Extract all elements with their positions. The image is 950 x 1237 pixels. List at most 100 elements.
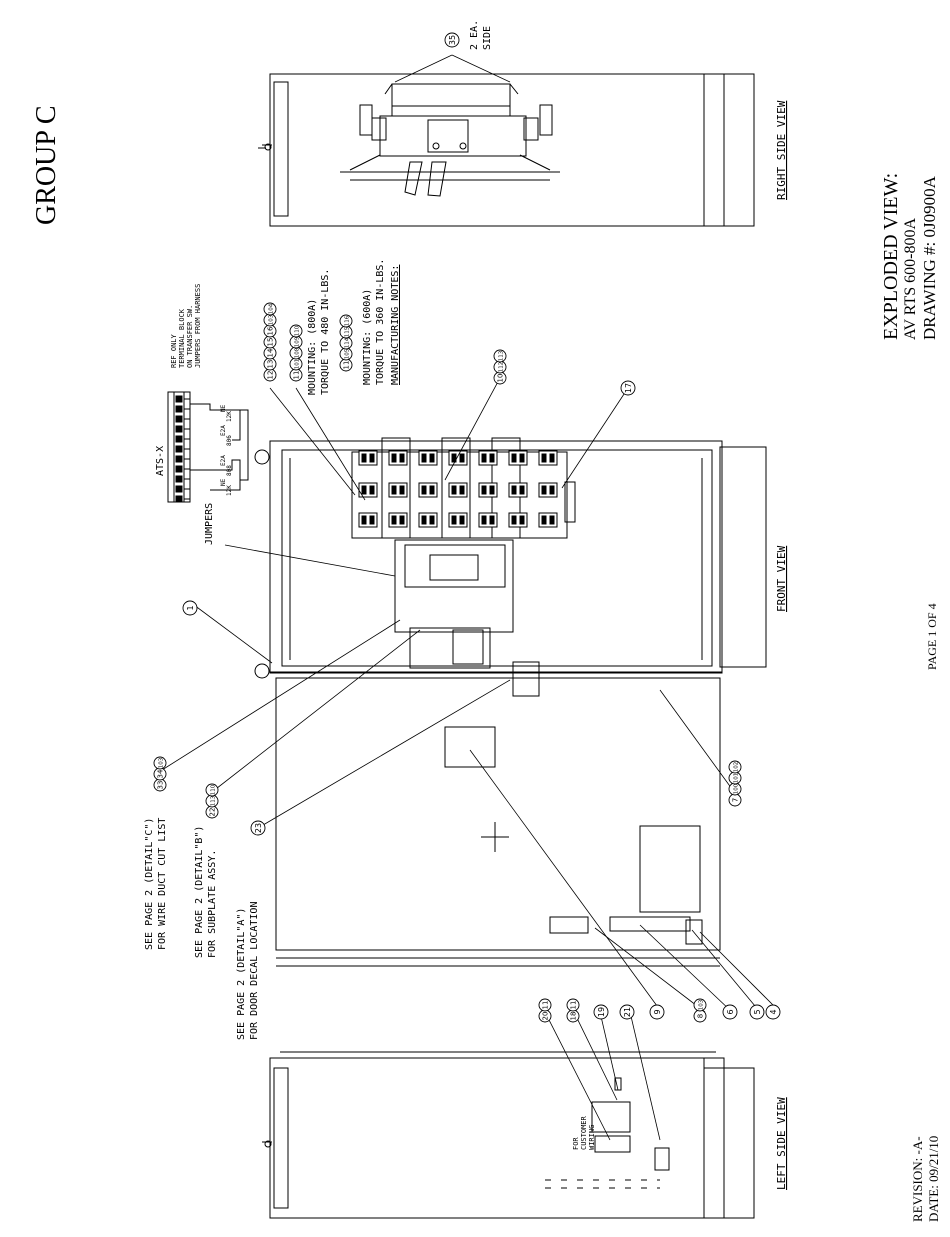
balloon-label: 113	[211, 795, 217, 806]
breaker-lug-terminal	[369, 485, 375, 495]
mfg-heading: MANUFACTURING NOTES:	[390, 265, 401, 385]
breaker-lug-terminal	[369, 453, 375, 463]
breaker-lug-terminal	[399, 453, 405, 463]
each-side-2: SIDE	[482, 26, 493, 50]
date: DATE: 09/21/10	[926, 1136, 941, 1222]
terminal-label: 808	[226, 465, 233, 476]
title: EXPLODED VIEW:	[880, 173, 902, 340]
breaker-lug-terminal	[541, 485, 547, 495]
balloon-row_18	[566, 998, 580, 1012]
terminal-screw	[175, 405, 183, 413]
balloon-label: 109	[295, 336, 301, 347]
breaker-lug-terminal	[519, 485, 525, 495]
breaker-lug-terminal	[489, 515, 495, 525]
breaker-lug-terminal	[361, 453, 367, 463]
balloon-23: 23	[254, 823, 263, 833]
terminal-screw	[175, 445, 183, 453]
terminal-label: 12K	[226, 485, 233, 496]
balloon-label: 113	[499, 350, 505, 361]
balloon-21: 21	[623, 1007, 632, 1017]
jumpers-label: JUMPERS	[204, 503, 215, 545]
customer-wiring-1: FOR	[572, 1137, 580, 1150]
terminal-label: NE	[220, 404, 227, 412]
balloon-label: 8	[697, 1014, 705, 1018]
balloon-label: 13	[267, 360, 275, 369]
breaker-lug-terminal	[451, 485, 457, 495]
terminal-screw	[175, 455, 183, 463]
balloon-17: 17	[624, 383, 633, 393]
balloon-label: 110	[211, 784, 217, 795]
breaker-lug-terminal	[421, 515, 427, 525]
balloons: 1213141516103104111011081091101110511411…	[153, 32, 781, 1023]
balloon-label: 102	[734, 762, 740, 773]
breaker-lug-terminal	[391, 453, 397, 463]
balloon-row_12	[263, 302, 277, 316]
balloon-label: 101	[295, 359, 301, 370]
ref-note-4: JUMPERS FROM HARNESS	[194, 284, 202, 368]
balloon-label: 22	[209, 808, 217, 817]
note-detail-a-2: FOR DOOR DECAL LOCATION	[249, 902, 260, 1040]
balloon-label: 15	[267, 338, 275, 347]
mfg-600-1: MOUNTING: (600A)	[362, 289, 373, 385]
customer-wiring-3: WIRING	[588, 1125, 596, 1150]
breaker-lug-terminal	[429, 453, 435, 463]
balloon-row_22	[205, 783, 219, 797]
door	[275, 677, 721, 967]
breaker-lug-terminal	[451, 515, 457, 525]
terminal-screw	[175, 395, 183, 403]
ats-x-label: ATS-X	[155, 446, 166, 476]
balloon-label: 16	[267, 326, 275, 335]
terminal-screw	[175, 485, 183, 493]
breaker-lug-terminal	[459, 485, 465, 495]
right-side-view	[258, 73, 755, 227]
breaker-lug-terminal	[481, 485, 487, 495]
note-detail-a-1: SEE PAGE 2 (DETAIL"A")	[236, 908, 247, 1040]
balloon-5: 5	[753, 1009, 762, 1014]
mfg-800-2: TORQUE TO 480 IN-LBS.	[320, 269, 331, 395]
balloon-label: 34	[157, 769, 165, 778]
breaker-lug-terminal	[481, 453, 487, 463]
terminal-screw	[175, 425, 183, 433]
mfg-600-2: TORQUE TO 360 IN-LBS.	[375, 259, 386, 385]
breaker-lug-terminal	[369, 515, 375, 525]
balloon-label: 103	[699, 999, 705, 1010]
balloon-4: 4	[769, 1009, 778, 1014]
front-view-label: FRONT VIEW	[775, 545, 788, 612]
balloon-row_11b	[339, 314, 353, 328]
balloon-label: 103	[159, 757, 165, 768]
breaker-lug-terminal	[489, 453, 495, 463]
leader-lines	[161, 54, 781, 1141]
balloon-label: 20	[542, 1012, 550, 1021]
balloon-6: 6	[726, 1009, 735, 1014]
ref-note-3: ON TRANSFER SW.	[186, 305, 194, 368]
balloon-label: 11	[570, 1001, 578, 1010]
balloon-label: 7	[732, 798, 740, 802]
model: AV RTS 600-800A	[902, 218, 919, 340]
balloon-19: 19	[597, 1007, 606, 1017]
breaker-lug-terminal	[391, 515, 397, 525]
breaker-lug-terminal	[429, 485, 435, 495]
ref-note-2: TERMINAL BLOCK	[178, 308, 186, 368]
balloon-label: 33	[157, 781, 165, 790]
balloon-label: 101	[734, 773, 740, 784]
balloon-label: 116	[345, 315, 351, 326]
note-detail-b-2: FOR SUBPLATE ASSY.	[207, 850, 218, 958]
balloon-9: 9	[653, 1009, 662, 1014]
right-side-view-label: RIGHT SIDE VIEW	[775, 100, 788, 200]
terminal-screw	[175, 495, 183, 503]
customer-wiring-2: CUSTOMER	[580, 1115, 588, 1150]
breaker-lug-terminal	[541, 515, 547, 525]
breaker-lug-terminal	[511, 485, 517, 495]
balloon-label: 105	[345, 348, 351, 359]
terminal-label: 12K	[226, 411, 233, 422]
left-side-view	[262, 1051, 755, 1219]
breaker-lug-terminal	[421, 485, 427, 495]
terminal-label: E2A	[220, 455, 227, 466]
balloon-label: 11	[293, 371, 301, 380]
balloon-row_8	[693, 998, 707, 1012]
breaker-lug-terminal	[541, 453, 547, 463]
balloon-1: 1	[186, 605, 195, 610]
balloon-label: 10	[497, 374, 505, 383]
balloon-label: 104	[269, 303, 275, 314]
note-detail-c-2: FOR WIRE DUCT CUT LIST	[157, 818, 168, 950]
